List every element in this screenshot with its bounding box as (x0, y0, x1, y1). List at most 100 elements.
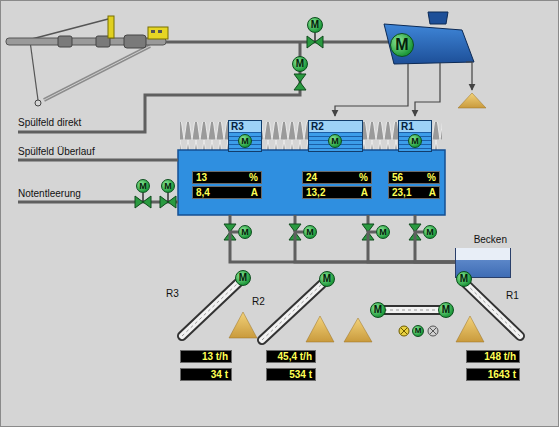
valve (294, 74, 306, 90)
stirrer-unit: R3M (228, 120, 262, 152)
valve-motor: M (238, 225, 252, 239)
feed-hopper (428, 12, 448, 24)
conveyor-motor: M (370, 302, 386, 318)
motor-letter: M (415, 327, 422, 335)
readout-value: 13,2 (306, 187, 325, 198)
stirrer-unit: R1M (398, 120, 432, 152)
readout-value: A (429, 187, 436, 198)
valve (160, 196, 176, 208)
readout-value: A (251, 187, 258, 198)
valve-motor: M (307, 17, 323, 33)
stirrer-motor: M (328, 134, 342, 148)
valve-motor: M (376, 225, 390, 239)
screen-output (335, 64, 408, 116)
valve-stem (142, 193, 144, 202)
readout-value: A (361, 187, 368, 198)
screen-output (466, 62, 472, 90)
sand-pile (306, 316, 334, 342)
unit-name: R3 (229, 121, 261, 132)
pipe-label: Spülfeld Überlauf (18, 146, 95, 158)
conveyor-motor: M (456, 271, 472, 287)
total-readout: 1643 t (466, 368, 520, 381)
conveyor-motor: M (235, 270, 251, 286)
conveyor-label: R3 (166, 288, 179, 300)
indicator-lamp (399, 326, 409, 336)
current-display: 8,4A (192, 186, 262, 199)
valve-motor: M (292, 56, 308, 72)
tank (178, 150, 445, 215)
crane-tower (108, 16, 114, 38)
total-readout: 34 t (180, 368, 232, 381)
flow-readout: 13 t/h (180, 350, 232, 363)
valve-motor: M (423, 225, 437, 239)
sand-pile (344, 318, 372, 342)
conveyor-motor: M (438, 302, 454, 318)
sand-pile (229, 312, 257, 338)
readout-value: 24 (306, 172, 317, 183)
flow-readout: 148 t/h (466, 350, 520, 363)
motor-letter: M (311, 20, 319, 30)
motor-letter: M (379, 228, 387, 237)
screen (384, 24, 474, 64)
readout-value: 148 t/h (484, 351, 516, 362)
readout-value: 534 t (289, 369, 312, 380)
screen-output (415, 63, 440, 116)
suction-ladder-core (44, 46, 150, 100)
unit-name: R1 (399, 121, 431, 132)
readout-value: 13 t/h (202, 351, 228, 362)
collector-pipe (230, 232, 455, 262)
valve-motor: M (303, 225, 317, 239)
motor-letter: M (164, 182, 172, 191)
crane-cable (30, 41, 38, 100)
motor-letter: M (241, 228, 249, 237)
readout-value: 1643 t (488, 369, 516, 380)
overflow-pipe (18, 159, 178, 162)
conveyor-label: R2 (252, 296, 265, 308)
readout-value: 45,4 t/h (278, 351, 312, 362)
motor-letter: M (296, 59, 304, 69)
conveyor-label: R1 (506, 290, 519, 302)
pipe-float (58, 36, 72, 47)
anchor (35, 100, 41, 106)
cab-window (158, 30, 162, 33)
motor-letter: M (395, 37, 408, 53)
stirrer-motor: M (408, 134, 422, 148)
readout-value: % (359, 172, 368, 183)
valve-stem (314, 33, 316, 42)
readout-value: 34 t (211, 369, 228, 380)
unit-name: R2 (309, 121, 362, 132)
motor-letter: M (442, 305, 450, 315)
indicator-lamp (428, 326, 438, 336)
valve (135, 196, 151, 208)
main-pipe (166, 41, 390, 44)
screen-motor: M (390, 33, 414, 57)
lamp-cross (430, 328, 436, 334)
pipe-label: Notentleerung (18, 188, 81, 200)
conveyor-motor: M (412, 325, 424, 337)
motor-letter: M (306, 228, 314, 237)
current-display: 13,2 A (302, 186, 372, 199)
readout-value: 13 (196, 172, 207, 183)
stirrer-motor: M (238, 134, 252, 148)
pipe-label: Spülfeld direkt (18, 117, 81, 129)
valve-motor: M (136, 179, 150, 193)
current-display: 23,1A (388, 186, 440, 199)
motor-letter: M (139, 182, 147, 191)
valve (307, 36, 323, 48)
flow-readout: 45,4 t/h (266, 350, 316, 363)
drain-pipe (18, 201, 178, 204)
total-readout: 534 t (266, 368, 316, 381)
level-display: 24% (302, 171, 372, 184)
direct-pipe (18, 42, 300, 132)
basin-name: Becken (455, 234, 511, 246)
valve-stem (167, 193, 169, 202)
motor-letter: M (239, 273, 247, 283)
level-display: 56% (388, 171, 440, 184)
sand-pile (458, 93, 486, 108)
stirrer-unit: R2M (308, 120, 363, 152)
valve-motor: M (161, 179, 175, 193)
motor-letter: M (331, 137, 339, 146)
